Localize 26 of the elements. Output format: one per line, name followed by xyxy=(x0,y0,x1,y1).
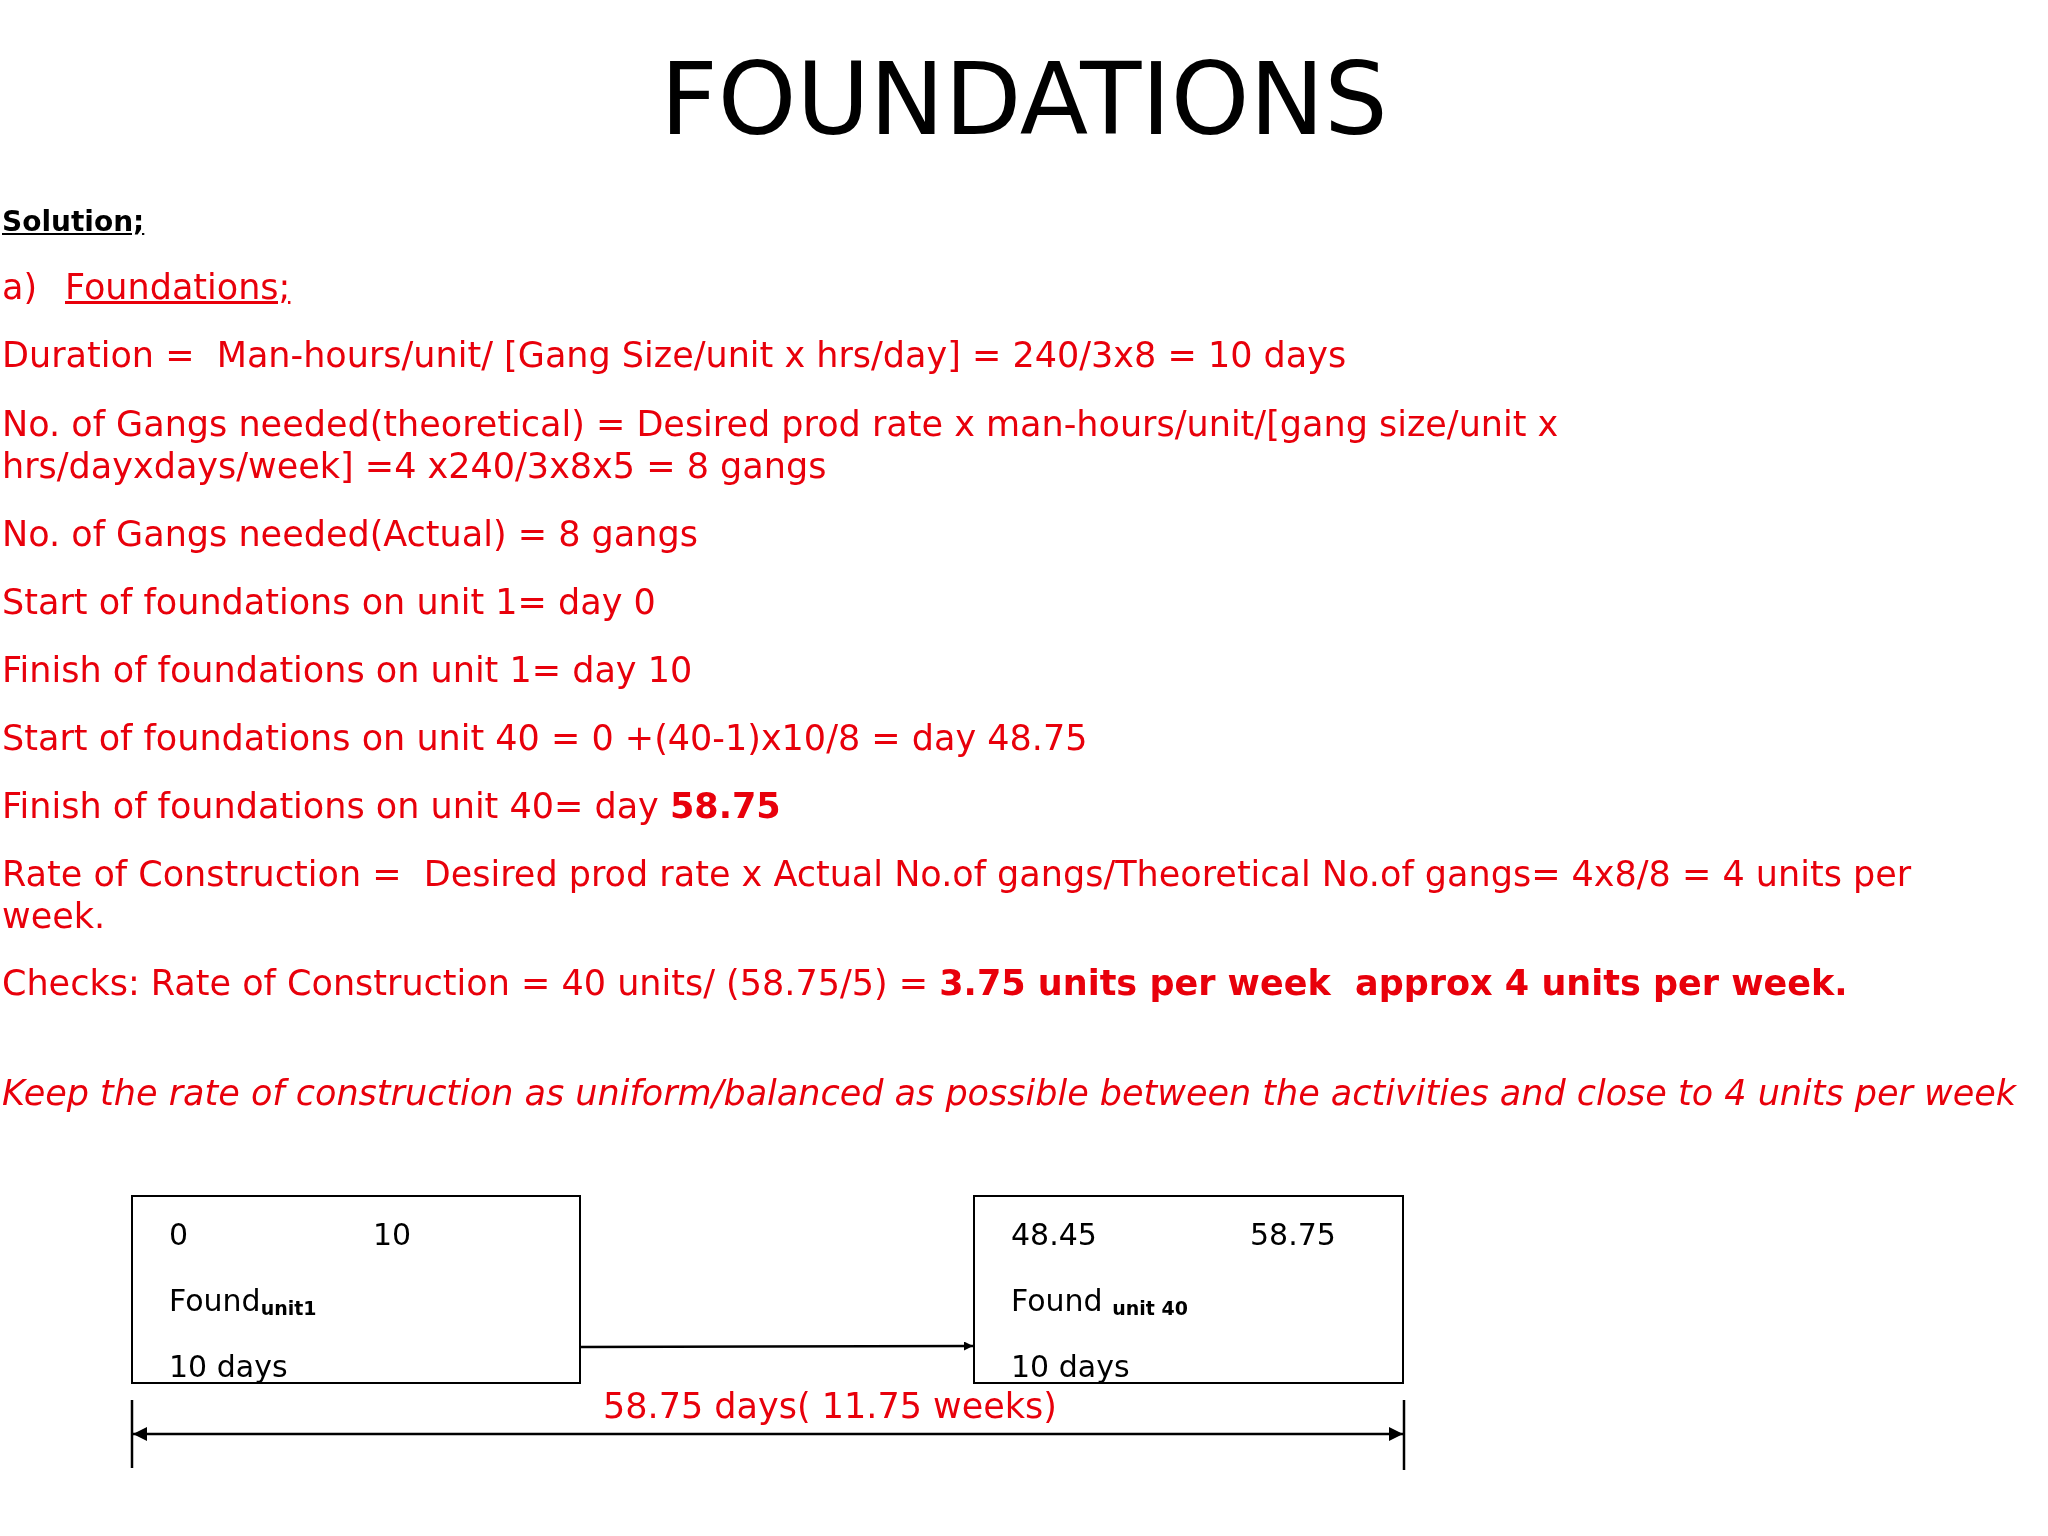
activity-box xyxy=(131,1195,581,1384)
heading: Solution; xyxy=(2,204,146,240)
activity-name: Found $_{unit 40}$ xyxy=(1011,1283,1188,1321)
finish-time: 58.75 xyxy=(1250,1217,1336,1253)
list-marker: a) xyxy=(2,266,39,308)
duration-text: 10 days xyxy=(169,1349,288,1385)
note-text: Finish of foundations on unit 40= day 58.75 xyxy=(2,785,782,827)
formula-text: Rate of Construction = Desired prod rate x Actual No.of gangs/Theoretical No.of gangs= 4x8/8 = 4 units per week. xyxy=(2,853,1913,937)
formula-text: No. of Gangs needed(theoretical) = Desired prod rate x man-hours/unit/[gang size/unit x hrs/dayxdays/week] =4 x240/3x8x5 = 8 gangs xyxy=(2,403,1560,487)
title: FOUNDATIONS xyxy=(659,45,1389,155)
note-text: Keep the rate of construction as uniform/balanced as possible between the activities and close to 4 units per week xyxy=(2,1072,2018,1114)
activity-box xyxy=(973,1195,1404,1384)
arrow xyxy=(581,1341,973,1351)
duration-text: 10 days xyxy=(1011,1349,1130,1385)
start-time: 0 xyxy=(169,1217,189,1253)
formula-text: Checks: Rate of Construction = 40 units/ (58.75/5) = 3.75 units per week approx 4 units per week. xyxy=(2,962,1849,1004)
note-text: Start of foundations on unit 1= day 0 xyxy=(2,581,657,623)
formula-text: Start of foundations on unit 40 = 0 +(40-1)x10/8 = day 48.75 xyxy=(2,717,1089,759)
note-text: Finish of foundations on unit 1= day 10 xyxy=(2,649,694,691)
start-time: 48.45 xyxy=(1011,1217,1097,1253)
formula-text: No. of Gangs needed(Actual) = 8 gangs xyxy=(2,513,699,555)
activity-name: Found$_{unit1}$ xyxy=(169,1283,317,1321)
formula-text: Duration = Man-hours/unit/ [Gang Size/unit x hrs/day] = 240/3x8 = 10 days xyxy=(2,334,1348,376)
finish-time: 10 xyxy=(373,1217,412,1253)
dimension-label: 58.75 days( 11.75 weeks) xyxy=(602,1385,1058,1427)
section-heading: Foundations; xyxy=(65,266,292,308)
